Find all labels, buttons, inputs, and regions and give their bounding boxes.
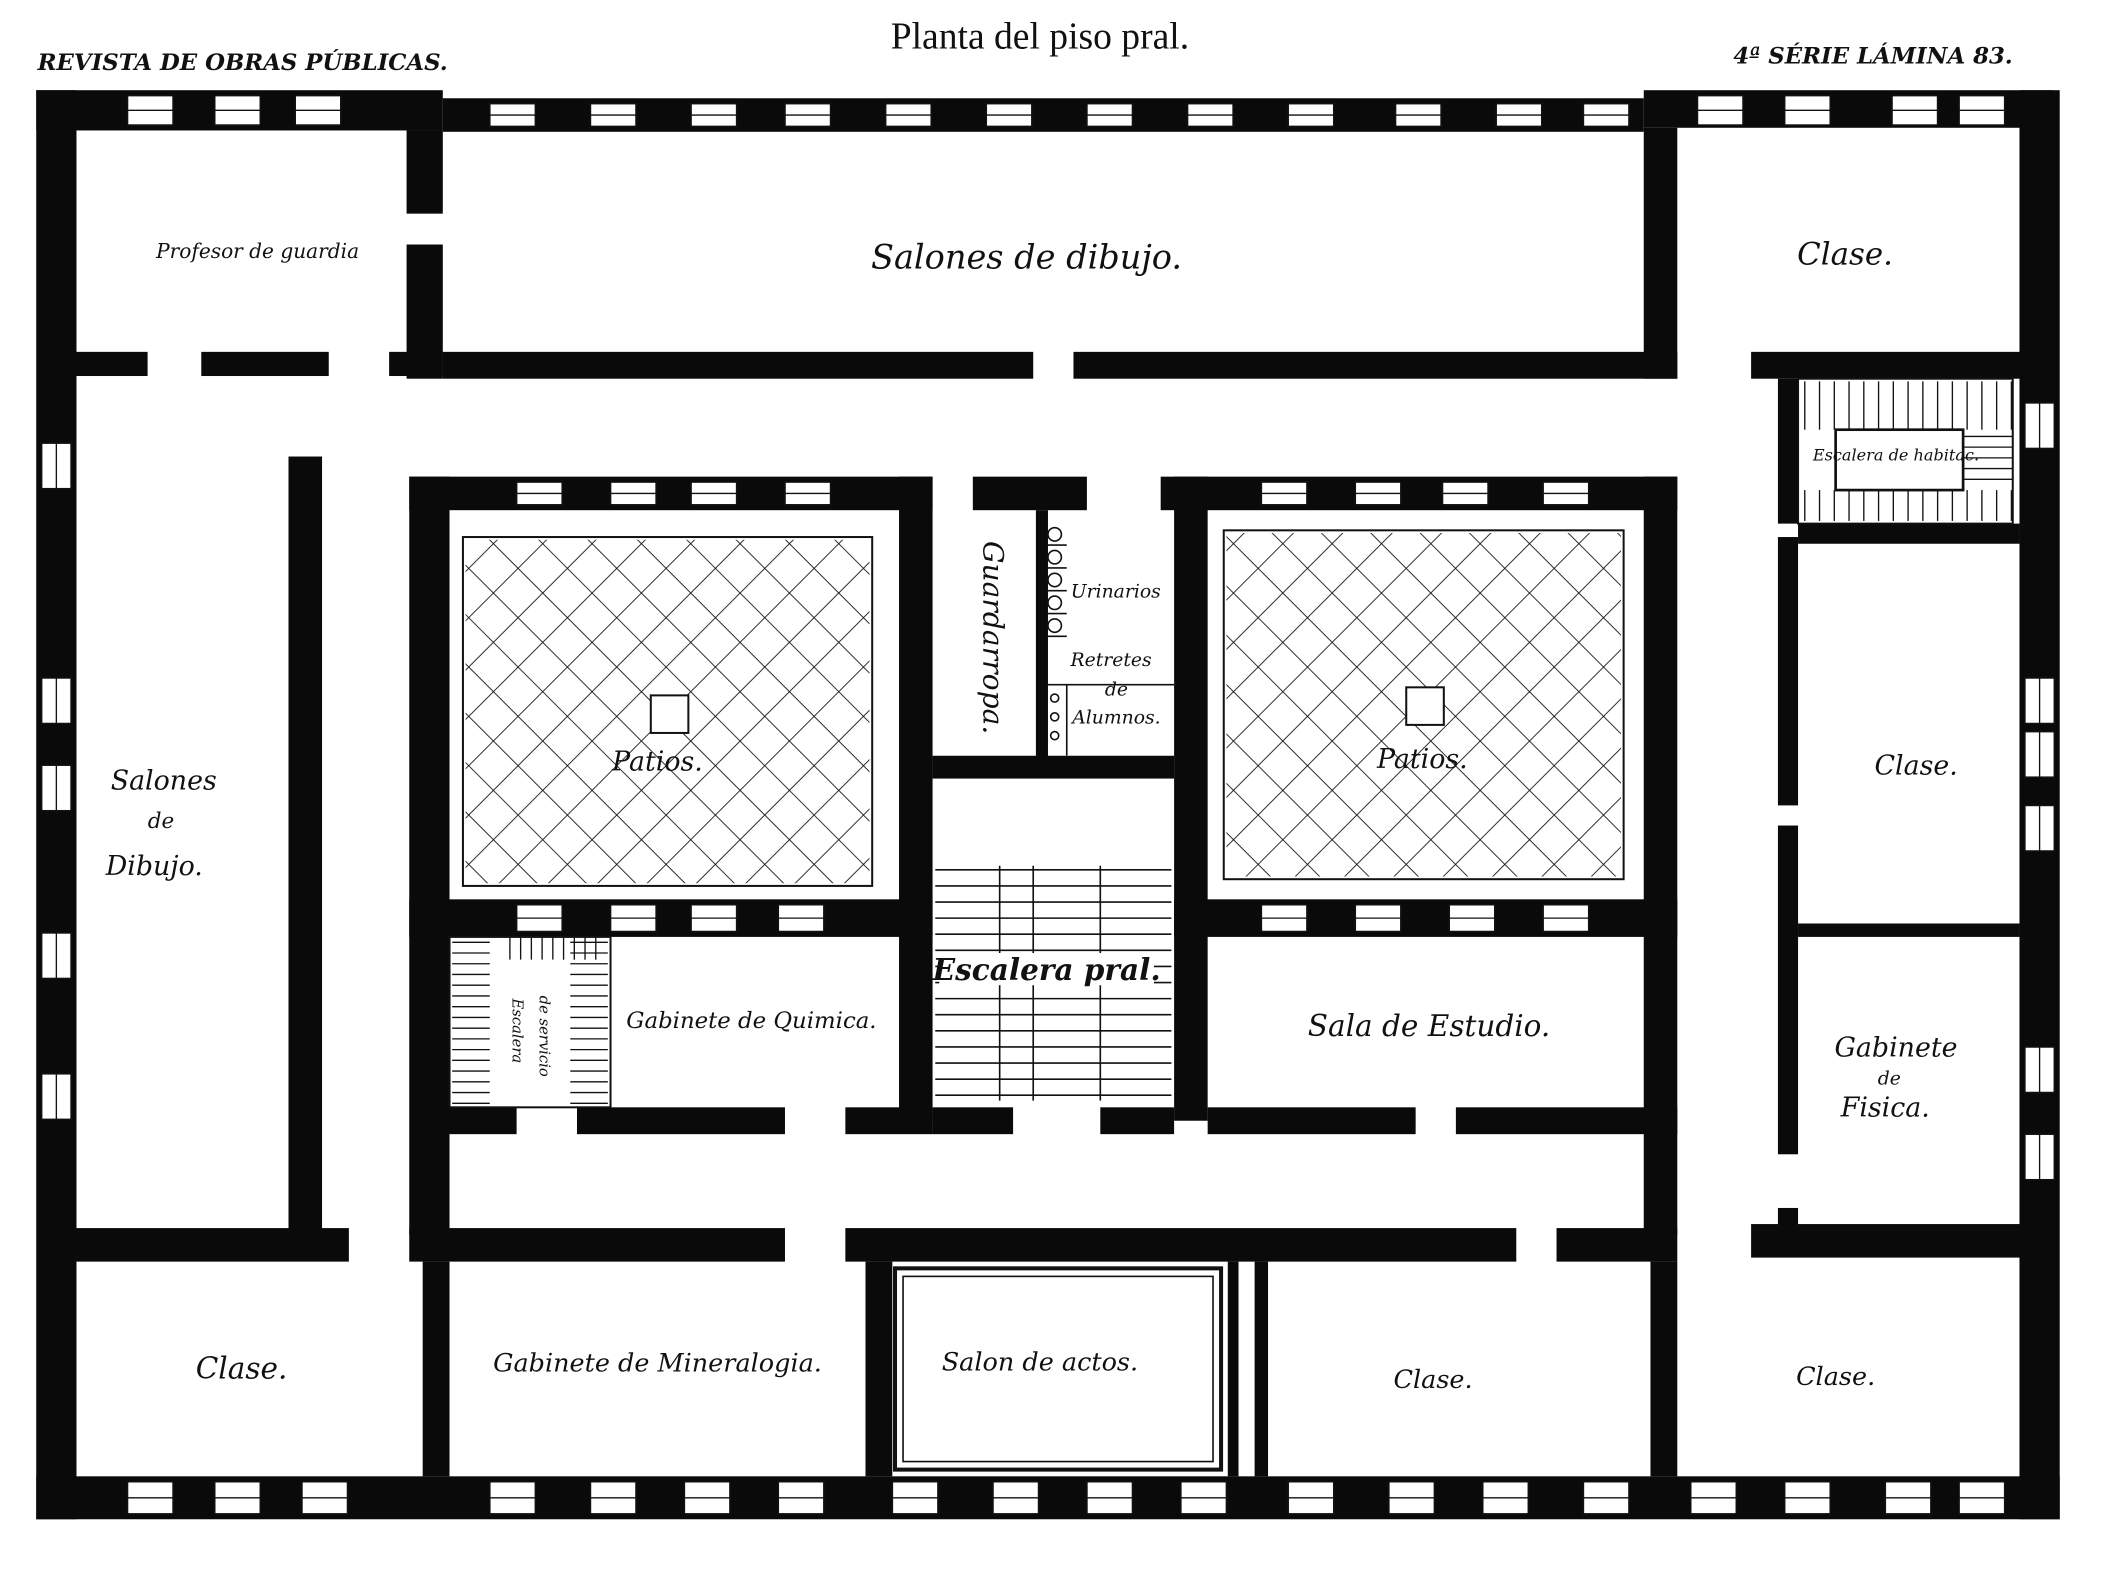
walls: [36, 90, 2060, 1520]
room-labels: Profesor de guardia Salones de dibujo. C…: [105, 237, 1979, 1395]
urinal: [1047, 572, 1063, 588]
label-gabinete-mineralogia: Gabinete de Mineralogia.: [493, 1349, 822, 1379]
label-gabinete-fisica-de: de: [1878, 1069, 1901, 1090]
label-clase-bottom-right: Clase.: [1796, 1362, 1875, 1392]
label-guardarropa: Guardarropa.: [977, 541, 1010, 734]
label-salones-dibujo-left-dibujo: Dibujo.: [105, 851, 203, 882]
label-patios-right: Patios.: [1376, 744, 1468, 775]
label-retretes: Retretes: [1069, 650, 1151, 671]
label-salones-dibujo-left: Salones: [111, 765, 217, 796]
label-escalera-pral: Escalera pral.: [932, 952, 1161, 987]
label-urinarios: Urinarios: [1071, 581, 1161, 602]
label-gabinete-quimica: Gabinete de Quimica.: [626, 1008, 876, 1034]
journal-name: REVISTA DE OBRAS PÚBLICAS.: [37, 49, 448, 76]
windows: [40, 94, 2056, 1515]
label-gabinete-fisica-fisica: Fisica.: [1840, 1093, 1930, 1124]
label-patios-left: Patios.: [611, 747, 703, 778]
plate-number: 4ª SÉRIE LÁMINA 83.: [1733, 42, 2012, 69]
urinal: [1047, 526, 1063, 542]
toilet: [1049, 730, 1060, 741]
urinal: [1047, 549, 1063, 565]
toilet: [1049, 712, 1060, 722]
label-escalera-servicio-2: de servicio: [535, 996, 552, 1077]
label-escalera-habitac: Escalera de habitac.: [1812, 446, 1979, 465]
label-salones-dibujo-top: Salones de dibujo.: [871, 238, 1182, 277]
label-retretes-alumnos: Alumnos.: [1070, 708, 1160, 729]
plan-title: Planta del piso pral.: [891, 17, 1189, 58]
label-clase-right-mid: Clase.: [1875, 751, 1958, 782]
label-retretes-de: de: [1105, 679, 1128, 700]
toilet: [1049, 693, 1060, 703]
label-gabinete-fisica: Gabinete: [1835, 1032, 1958, 1063]
label-profesor-guardia: Profesor de guardia: [155, 239, 359, 263]
label-clase-bottom-left: Clase.: [196, 1351, 288, 1385]
label-clase-top-right: Clase.: [1797, 237, 1893, 273]
label-clase-bottom-mid: Clase.: [1394, 1365, 1473, 1395]
urinal: [1047, 618, 1063, 634]
label-sala-estudio: Sala de Estudio.: [1308, 1009, 1551, 1043]
urinal: [1047, 595, 1063, 611]
label-salones-dibujo-left-de: de: [148, 809, 174, 834]
label-salon-actos: Salon de actos.: [942, 1347, 1138, 1377]
label-escalera-servicio: Escalera: [509, 997, 526, 1063]
